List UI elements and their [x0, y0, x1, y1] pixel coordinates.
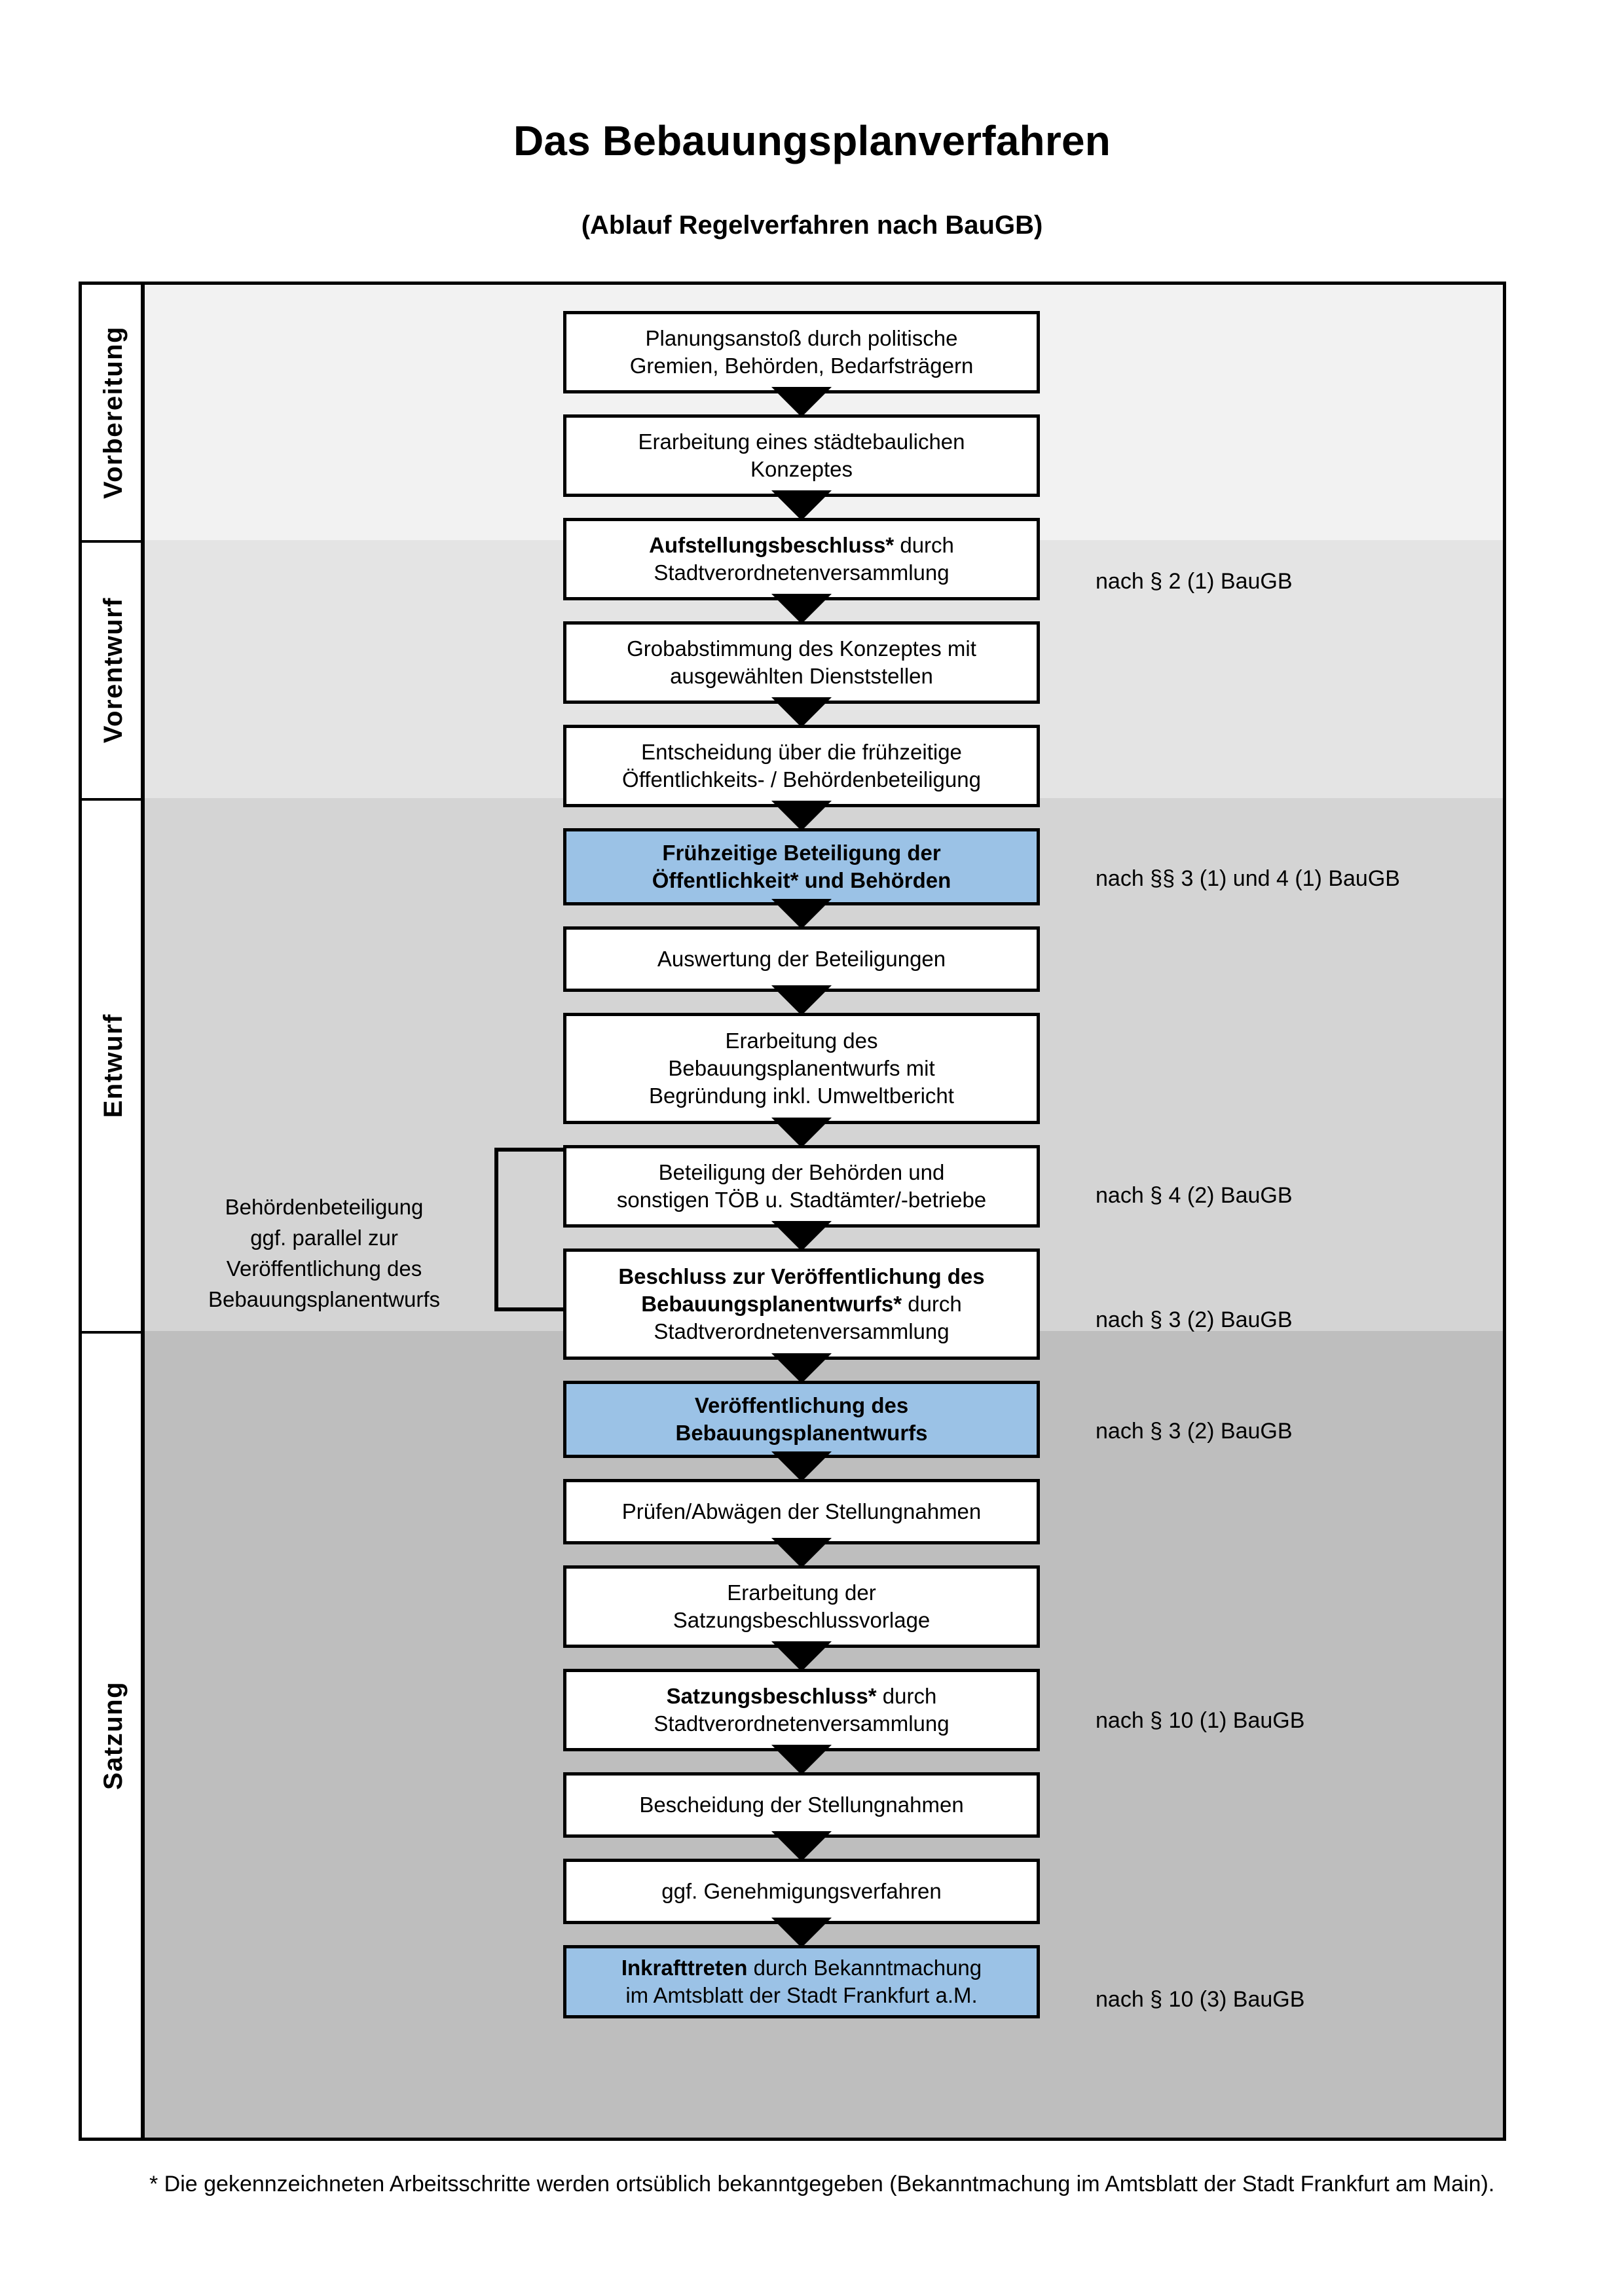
flow-arrow-icon [771, 697, 832, 727]
step-line: Stadtverordnetenversammlung [654, 560, 950, 585]
step-box-beschluss-veroeffentlichung[interactable]: Beschluss zur Veröffentlichung des Bebau… [563, 1248, 1040, 1360]
flow-arrow-icon [771, 594, 832, 624]
step-line-bold: Aufstellungsbeschluss* [649, 532, 895, 557]
flow-arrow-icon [771, 1538, 832, 1568]
step-box-pruefen-abwaegen[interactable]: Prüfen/Abwägen der Stellungnahmen [563, 1479, 1040, 1544]
step-line: Auswertung der Beteiligungen [657, 946, 946, 971]
connector-bottom-segment [494, 1307, 574, 1311]
flow-arrow-icon [771, 1641, 832, 1671]
page-subtitle: (Ablauf Regelverfahren nach BauGB) [581, 211, 1043, 240]
flow-arrow-icon [771, 1118, 832, 1148]
flow-arrow-icon [771, 1918, 832, 1948]
step-line: Bescheidung der Stellungnahmen [639, 1792, 964, 1817]
phase-label-satzung: Satzung [82, 1331, 145, 2138]
step-box-veroeffentlichung-entwurf[interactable]: Veröffentlichung des Bebauungsplanentwur… [563, 1381, 1040, 1458]
legend-beschluss: nach § 3 (2) BauGB [1096, 1307, 1293, 1332]
step-box-planungsanstoss[interactable]: Planungsanstoß durch politische Gremien,… [563, 311, 1040, 393]
step-box-staedtebauliches-konzept[interactable]: Erarbeitung eines städtebaulichen Konzep… [563, 414, 1040, 497]
step-box-auswertung[interactable]: Auswertung der Beteiligungen [563, 926, 1040, 992]
step-line: im Amtsblatt der Stadt Frankfurt a.M. [625, 1983, 978, 2007]
step-box-beteiligung-behoerden[interactable]: Beteiligung der Behörden und sonstigen T… [563, 1145, 1040, 1228]
step-line: Gremien, Behörden, Bedarfsträgern [629, 354, 974, 378]
flow-arrow-icon [771, 1451, 832, 1482]
step-box-inkrafttreten[interactable]: Inkrafttreten durch Bekanntmachung im Am… [563, 1945, 1040, 2018]
sidenote-line: Veröffentlichung des [226, 1256, 422, 1281]
step-line: Begründung inkl. Umweltbericht [649, 1084, 954, 1108]
step-box-bescheidung[interactable]: Bescheidung der Stellungnahmen [563, 1772, 1040, 1838]
step-line-bold: Beschluss zur Veröffentlichung des [618, 1264, 985, 1288]
phase-label-vorentwurf: Vorentwurf [82, 540, 145, 798]
flow-arrow-icon [771, 1831, 832, 1861]
step-box-aufstellungsbeschluss[interactable]: Aufstellungsbeschluss* durch Stadtverord… [563, 518, 1040, 600]
step-line: Bebauungsplanentwurfs* durch [641, 1291, 962, 1316]
connector-top-segment [494, 1148, 586, 1152]
flow-arrow-icon [771, 1353, 832, 1383]
step-line: ausgewählten Dienststellen [670, 664, 933, 688]
step-line: Beteiligung der Behörden und [658, 1159, 945, 1184]
phase-label-entwurf: Entwurf [82, 798, 145, 1331]
phase-rail: Vorbereitung Vorentwurf Entwurf Satzung [82, 285, 145, 2138]
flow-arrow-icon [771, 1221, 832, 1251]
step-line: Erarbeitung eines städtebaulichen [638, 429, 965, 454]
step-line: Planungsanstoß durch politische [645, 325, 958, 350]
flow-arrow-icon [771, 985, 832, 1015]
step-line: Bebauungsplanentwurfs mit [668, 1055, 935, 1080]
flow-arrow-icon [771, 490, 832, 520]
sidenote-parallel-behoerdenbeteiligung: Behördenbeteiligung ggf. parallel zur Ve… [180, 1192, 468, 1315]
step-box-erarbeitung-entwurf[interactable]: Erarbeitung des Bebauungsplanentwurfs mi… [563, 1013, 1040, 1124]
step-box-entscheidung-fruehzeitig[interactable]: Entscheidung über die frühzeitige Öffent… [563, 725, 1040, 807]
step-line: Öffentlichkeit* und Behörden [652, 868, 951, 892]
step-line: Entscheidung über die frühzeitige [641, 739, 962, 764]
step-line: ggf. Genehmigungsverfahren [661, 1878, 942, 1903]
step-line: Prüfen/Abwägen der Stellungnahmen [621, 1499, 982, 1523]
footnote: * Die gekennzeichneten Arbeitsschritte w… [149, 2172, 1495, 2196]
sidenote-line: Bebauungsplanentwurfs [208, 1286, 441, 1311]
page-title: Das Bebauungsplanverfahren [513, 117, 1111, 164]
flow-arrow-icon [771, 899, 832, 929]
legend-aufstellungsbeschluss: nach § 2 (1) BauGB [1096, 569, 1293, 594]
step-line: Satzungsbeschlussvorlage [673, 1608, 931, 1632]
process-flow-column: Planungsanstoß durch politische Gremien,… [82, 285, 1503, 2138]
step-line: Stadtverordnetenversammlung [654, 1319, 950, 1344]
step-line: Bebauungsplanentwurfs [675, 1421, 928, 1445]
step-line-bold: Satzungsbeschluss* [666, 1683, 877, 1708]
step-line: Konzeptes [750, 457, 853, 481]
sidenote-line: Behördenbeteiligung [225, 1195, 424, 1219]
step-line: Frühzeitige Beteiligung der [662, 840, 941, 865]
legend-veroeffentlichung: nach § 3 (2) BauGB [1096, 1419, 1293, 1444]
connector-vertical-segment [494, 1148, 498, 1311]
step-line: Aufstellungsbeschluss* durch [649, 532, 954, 557]
step-line: Erarbeitung des [725, 1028, 878, 1053]
legend-inkrafttreten: nach § 10 (3) BauGB [1096, 1987, 1305, 2012]
step-box-genehmigungsverfahren[interactable]: ggf. Genehmigungsverfahren [563, 1859, 1040, 1924]
step-line: Grobabstimmung des Konzeptes mit [627, 636, 976, 661]
legend-satzungsbeschluss: nach § 10 (1) BauGB [1096, 1708, 1305, 1733]
flow-arrow-icon [771, 1745, 832, 1775]
sidenote-line: ggf. parallel zur [250, 1225, 398, 1250]
step-box-satzungsbeschluss[interactable]: Satzungsbeschluss* durch Stadtverordnete… [563, 1669, 1040, 1751]
step-line: Veröffentlichung des [694, 1393, 909, 1417]
legend-fruehzeitige-beteiligung: nach §§ 3 (1) und 4 (1) BauGB [1096, 866, 1400, 891]
flow-arrow-icon [771, 801, 832, 831]
step-line: Erarbeitung der [727, 1580, 876, 1605]
step-line: Satzungsbeschluss* durch [666, 1683, 937, 1708]
step-line: sonstigen TÖB u. Stadtämter/-betriebe [616, 1188, 987, 1212]
step-line: Stadtverordnetenversammlung [654, 1711, 950, 1736]
flow-arrow-icon [771, 387, 832, 417]
step-line-bold: Bebauungsplanentwurfs* [641, 1291, 902, 1316]
diagram-frame: Vorbereitung Vorentwurf Entwurf Satzung … [79, 282, 1506, 2141]
step-line: Inkrafttreten durch Bekanntmachung [621, 1955, 982, 1980]
step-box-fruehzeitige-beteiligung[interactable]: Frühzeitige Beteiligung der Öffentlichke… [563, 828, 1040, 905]
legend-beteiligung-behoerden: nach § 4 (2) BauGB [1096, 1183, 1293, 1208]
step-box-satzungsbeschlussvorlage[interactable]: Erarbeitung der Satzungsbeschlussvorlage [563, 1565, 1040, 1648]
step-box-grobabstimmung[interactable]: Grobabstimmung des Konzeptes mit ausgewä… [563, 621, 1040, 704]
step-line: Öffentlichkeits- / Behördenbeteiligung [622, 767, 981, 792]
step-line-bold: Inkrafttreten [621, 1955, 748, 1980]
step-line: Beschluss zur Veröffentlichung des [618, 1263, 984, 1290]
